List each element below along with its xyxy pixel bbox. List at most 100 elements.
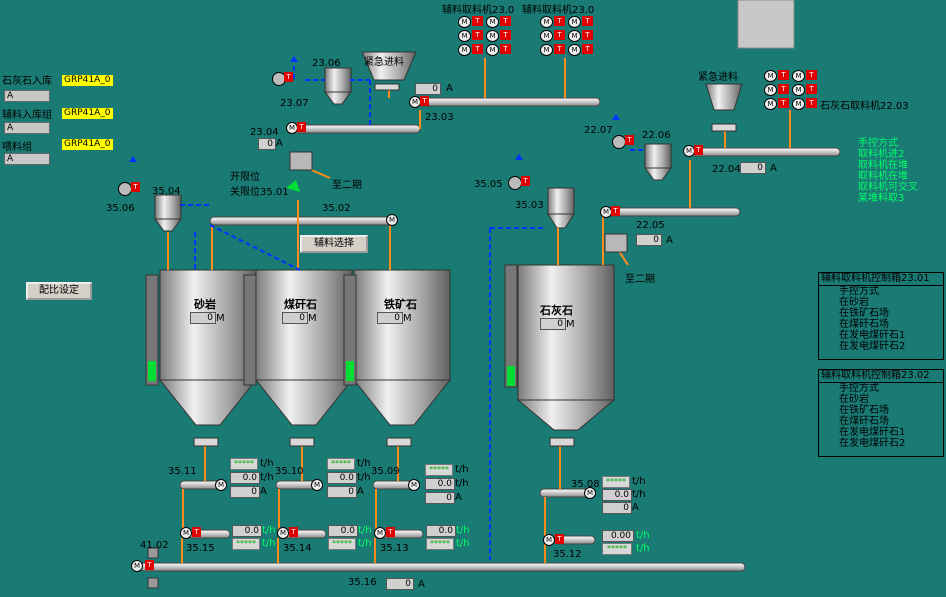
equip-label: 23.07 bbox=[280, 98, 309, 109]
feeder-set[interactable]: ***** bbox=[230, 458, 258, 470]
feeder-set[interactable]: ***** bbox=[602, 476, 630, 488]
dust-collector-3504 bbox=[154, 194, 182, 232]
control-box-2302[interactable]: 辅料取料机控制箱23.02 手控方式 在砂岩 在铁矿石场 在煤矸石场 在发电煤矸… bbox=[818, 369, 944, 457]
motor-icon[interactable]: M bbox=[408, 479, 420, 491]
trip-icon: T bbox=[297, 122, 306, 132]
flow-unit: t/h bbox=[456, 525, 470, 536]
up-arrow-1 bbox=[290, 56, 298, 62]
gauge-fill-iron-ore bbox=[346, 361, 354, 381]
silo-level: 0 bbox=[282, 312, 308, 324]
status-line: 手控方式 bbox=[858, 138, 898, 149]
dust-collector-2306 bbox=[324, 67, 352, 105]
gauge-fill-limestone bbox=[507, 366, 515, 386]
motor-icon[interactable]: M bbox=[386, 214, 398, 226]
panel-row: 在发电煤矸石2 bbox=[839, 341, 906, 352]
gauge-iron-ore bbox=[343, 274, 357, 386]
trip-icon: T bbox=[611, 206, 620, 216]
amp-unit: A bbox=[446, 83, 453, 94]
flow-unit: t/h bbox=[357, 458, 371, 469]
silo-name: 铁矿石 bbox=[384, 298, 417, 311]
fan-icon[interactable] bbox=[508, 176, 522, 190]
to-phase2-label: 至二期 bbox=[625, 274, 655, 285]
amp-unit: A bbox=[632, 502, 639, 513]
feeder-flow: 0.0 bbox=[327, 472, 357, 484]
status-line: 取料机在堆 bbox=[858, 171, 908, 182]
flow-unit: t/h bbox=[455, 464, 469, 475]
conveyor-3502 bbox=[209, 216, 393, 226]
motor-icon[interactable]: M bbox=[180, 527, 192, 539]
motor-icon[interactable]: M bbox=[311, 479, 323, 491]
gauge-limestone bbox=[504, 264, 518, 388]
aux-picker-2302-label: 辅料取料机23.0 bbox=[522, 5, 595, 16]
conveyor-2303 bbox=[411, 97, 601, 107]
panel-row: 在铁矿石场 bbox=[839, 405, 889, 416]
chute-41-02a bbox=[147, 547, 159, 559]
silo-sandstone bbox=[158, 269, 258, 426]
group-state[interactable]: A bbox=[4, 122, 50, 134]
group-tag[interactable]: GRP41A_0 bbox=[62, 108, 113, 119]
group-state[interactable]: A bbox=[4, 153, 50, 165]
emergency-feed-right-label: 紧急进料 bbox=[698, 72, 738, 83]
amp-unit: A bbox=[260, 486, 267, 497]
flow-unit: t/h bbox=[260, 472, 274, 483]
amp-readout: 0 bbox=[415, 83, 441, 95]
up-arrow-3 bbox=[515, 154, 523, 160]
motor-icon[interactable]: M bbox=[215, 479, 227, 491]
fan-icon[interactable] bbox=[612, 135, 626, 149]
open-limit-label: 开限位 bbox=[230, 172, 260, 183]
feeder-set[interactable]: ***** bbox=[327, 458, 355, 470]
rotary-feeders bbox=[193, 83, 737, 447]
close-limit-label: 关限位35.01 bbox=[230, 187, 289, 198]
status-line: 取料机在堆 bbox=[858, 160, 908, 171]
group-tag[interactable]: GRP41A_0 bbox=[62, 75, 113, 86]
trip-icon: T bbox=[192, 527, 201, 537]
trip-icon: T bbox=[625, 135, 634, 145]
dust-flow bbox=[180, 66, 645, 560]
conveyor-2304 bbox=[289, 124, 421, 134]
belt-set[interactable]: ***** bbox=[232, 538, 260, 550]
motor-icon[interactable]: M bbox=[584, 487, 596, 499]
panel-title: 辅料取料机控制箱23.01 bbox=[819, 273, 943, 286]
trip-icon: T bbox=[420, 96, 429, 106]
silo-level: 0 bbox=[377, 312, 403, 324]
dust-collector-2206 bbox=[644, 143, 672, 181]
storage-block bbox=[737, 0, 795, 49]
belt-set[interactable]: ***** bbox=[426, 538, 454, 550]
silo-coal-gangue bbox=[254, 269, 354, 426]
trip-icon: T bbox=[284, 72, 293, 82]
belt-flow: 0.00 bbox=[602, 530, 634, 542]
control-box-2301[interactable]: 辅料取料机控制箱23.01 手控方式 在砂岩 在铁矿石场 在煤矸石场 在发电煤矸… bbox=[818, 272, 944, 360]
motor-icon[interactable]: M bbox=[131, 560, 143, 572]
feeder-set[interactable]: ***** bbox=[425, 464, 453, 476]
aux-select-button[interactable]: 辅料选择 bbox=[300, 235, 368, 253]
belt-set[interactable]: ***** bbox=[328, 538, 356, 550]
amp-unit: A bbox=[455, 492, 462, 503]
conveyor-2204 bbox=[689, 147, 841, 157]
silo-level: 0 bbox=[190, 312, 216, 324]
ratio-setting-button[interactable]: 配比设定 bbox=[26, 282, 92, 300]
trip-icon: T bbox=[131, 182, 140, 192]
feeder-amp: 0 bbox=[602, 502, 632, 514]
motor-icon[interactable]: M bbox=[374, 527, 386, 539]
panel-row: 在煤矸石场 bbox=[839, 319, 889, 330]
group-state[interactable]: A bbox=[4, 90, 50, 102]
belt-flow: 0.0 bbox=[328, 525, 358, 537]
equip-label: 23.04 bbox=[250, 127, 279, 138]
group-tag[interactable]: GRP41A_0 bbox=[62, 139, 113, 150]
equip-label: 35.08 bbox=[571, 479, 600, 490]
flow-unit: t/h bbox=[357, 472, 371, 483]
flap-gate-b bbox=[604, 233, 628, 253]
fan-icon[interactable] bbox=[118, 182, 132, 196]
belt-set[interactable]: ***** bbox=[602, 543, 632, 555]
motor-icon[interactable]: M bbox=[277, 527, 289, 539]
trip-icon: T bbox=[386, 527, 395, 537]
equip-label: 35.02 bbox=[322, 203, 351, 214]
panel-row: 在发电煤矸石2 bbox=[839, 438, 906, 449]
flow-unit: t/h bbox=[636, 530, 650, 541]
motor-icon[interactable]: M bbox=[543, 534, 555, 546]
panel-title: 辅料取料机控制箱23.02 bbox=[819, 370, 943, 383]
